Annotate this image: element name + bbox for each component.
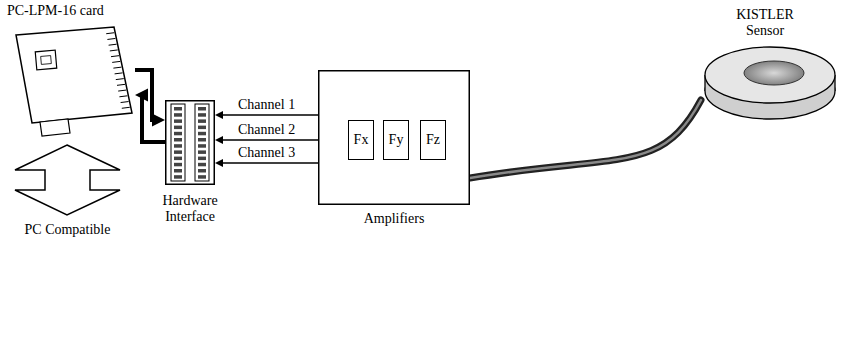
card-drawing (10, 25, 135, 140)
node-label: Fy (389, 132, 404, 148)
terminal-block: Hardware Interface (165, 100, 215, 185)
node-label: PC-LPM-16 card (7, 3, 147, 19)
pc-label: PC Compatible (0, 222, 135, 238)
terminal-block-drawing (165, 100, 215, 185)
channel-amplifier: Fx (348, 120, 374, 160)
node-label: Fx (354, 132, 369, 148)
node-label: KISTLER Sensor (720, 7, 810, 39)
channel-amplifier: Fz (420, 120, 446, 160)
interface-card: PC-LPM-16 card (10, 25, 135, 140)
connector (470, 100, 701, 178)
force-sensor: KISTLER Sensor (700, 3, 840, 123)
amplifier-box: AmplifiersFxFyFz (318, 70, 470, 205)
channel-label: Channel 1 (236, 97, 297, 113)
connector (135, 70, 165, 127)
node-label: Fz (426, 132, 440, 148)
channel-amplifier: Fy (383, 120, 409, 160)
channel-label: Channel 3 (236, 145, 297, 161)
node-label: Hardware Interface (145, 193, 235, 225)
double-arrow (15, 145, 120, 215)
node-label: Amplifiers (318, 211, 470, 227)
connector (135, 89, 165, 143)
channel-label: Channel 2 (236, 122, 297, 138)
